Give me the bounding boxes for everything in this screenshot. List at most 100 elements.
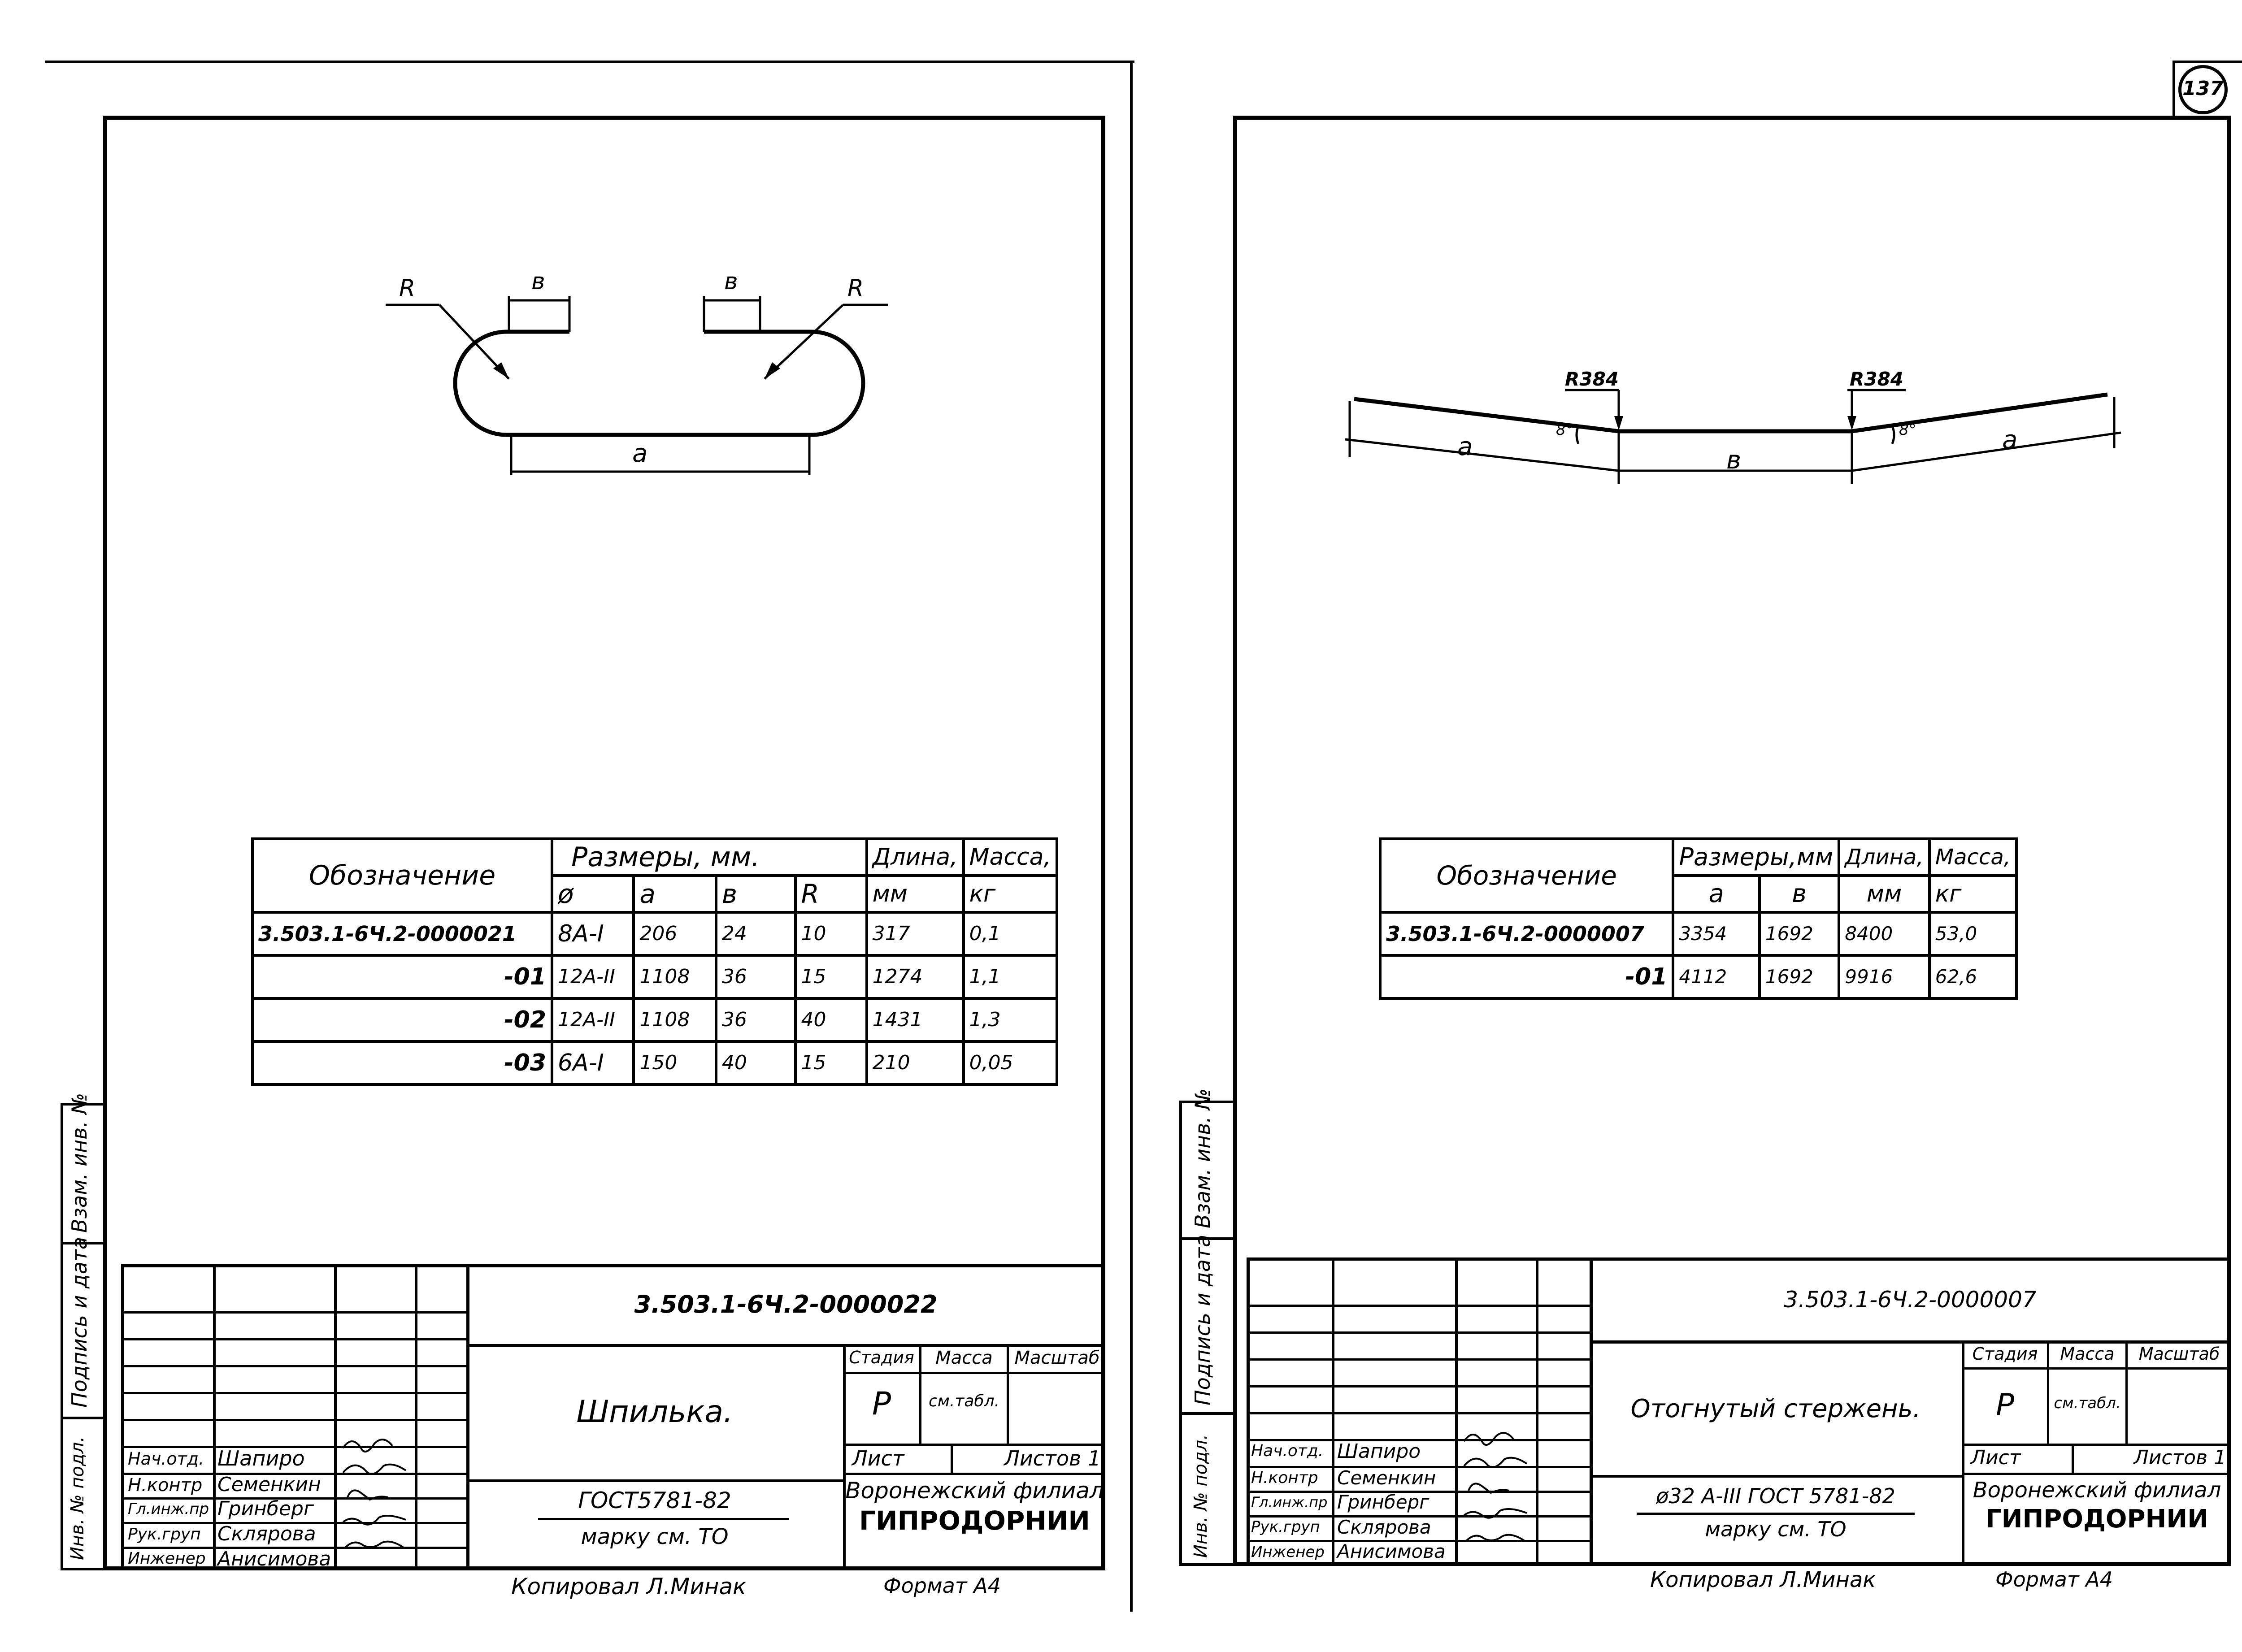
hairpin-r-left-label: R [399, 275, 415, 302]
row-a: 1108 [632, 954, 717, 1000]
row-a: 206 [632, 911, 717, 957]
row-length: 9916 [1838, 954, 1931, 1000]
role-label: Рук.груп [1251, 1518, 1320, 1536]
bent-bar-angle-right: 8° [1899, 421, 1916, 439]
row-diam: 12А-II [551, 997, 635, 1043]
row-mass: 1,1 [962, 954, 1059, 1000]
hairpin-b-left-label: в [531, 268, 545, 295]
bent-bar-angle-left: 8° [1556, 421, 1573, 439]
row-a: 4112 [1672, 954, 1761, 1000]
mass-value: см.табл. [2054, 1394, 2121, 1412]
table-subheader: кг [962, 874, 1059, 914]
scale-label: Масштаб [1014, 1348, 1100, 1368]
row-diam: 12А-II [551, 954, 635, 1000]
side-label-signature-date: Подпись и дата [67, 1236, 91, 1408]
signatures [342, 1439, 407, 1548]
row-designation: -01 [1378, 954, 1675, 1000]
mass-label: Масса [935, 1348, 993, 1368]
table-subheader: мм [865, 874, 965, 914]
role-name: Шапиро [1337, 1440, 1421, 1463]
table-row: -01 12А-II 1108 36 15 1274 1,1 [251, 954, 1059, 1000]
row-b: 1692 [1758, 911, 1841, 957]
page-number-circle-frame [2172, 61, 2242, 119]
role-name: Гринберг [217, 1497, 314, 1520]
role-label: Инженер [1251, 1543, 1325, 1561]
material-spec: ø32 А-III ГОСТ 5781-82 [1656, 1484, 1895, 1508]
sheets-count: Листов 1 [2133, 1446, 2226, 1469]
row-length: 317 [865, 911, 965, 957]
side-label-vzam-inv: Взам. инв. № [67, 1093, 91, 1233]
role-name: Семенкин [1337, 1467, 1436, 1489]
role-label: Рук.груп [128, 1525, 201, 1544]
side-label-signature-date: Подпись и дата [1191, 1234, 1215, 1405]
sheet-label: Лист [1971, 1446, 2021, 1469]
row-b: 40 [714, 1040, 797, 1086]
table-header-sizes: Размеры, мм. [551, 837, 868, 877]
sheet-label: Лист [852, 1446, 904, 1470]
bent-bar-b-label: в [1726, 446, 1741, 475]
bent-bar-a-right-label: a [2002, 425, 2017, 455]
row-b: 1692 [1758, 954, 1841, 1000]
table-header-length: Длина, [1838, 837, 1931, 877]
side-label-vzam-inv: Взам. инв. № [1191, 1088, 1215, 1228]
right-side-strip [1179, 1101, 1233, 1566]
footer-copied-by: Копировал Л.Минак [1650, 1567, 1876, 1592]
role-label: Гл.инж.пр [128, 1500, 209, 1518]
row-r: 40 [794, 997, 868, 1043]
row-b: 24 [714, 911, 797, 957]
sheets-count: Листов 1 [1004, 1446, 1101, 1470]
table-subheader: мм [1838, 874, 1931, 914]
page-number: 137 [2182, 77, 2224, 100]
bent-bar-r-left: R384 [1565, 368, 1619, 390]
row-diam: 6А-I [551, 1040, 635, 1086]
row-diam: 8А-I [551, 911, 635, 957]
left-title-block [121, 1264, 1105, 1570]
role-name: Семенкин [217, 1473, 321, 1496]
role-label: Инженер [128, 1549, 206, 1568]
bent-bar-drawing: R384 R384 8° 8° a в a [1345, 368, 2121, 484]
table-row: -03 6А-I 150 40 15 210 0,05 [251, 1040, 1059, 1086]
doc-code: 3.503.1-6Ч.2-0000022 [634, 1290, 938, 1318]
table-header-mass: Масса, [962, 837, 1059, 877]
drawing-title: Отогнутый стержень. [1630, 1394, 1921, 1423]
stage-value: Р [872, 1385, 891, 1422]
stage-value: Р [1995, 1388, 2014, 1423]
row-length: 1431 [865, 997, 965, 1043]
doc-code: 3.503.1-6Ч.2-0000007 [1784, 1287, 2037, 1313]
row-b: 36 [714, 954, 797, 1000]
role-label: Нач.отд. [128, 1449, 204, 1469]
table-header-sizes: Размеры,мм [1672, 837, 1841, 877]
role-name: Анисимова [217, 1548, 331, 1570]
row-designation: -02 [251, 997, 554, 1043]
role-label: Нач.отд. [1251, 1442, 1324, 1460]
table-header-designation: Обозначение [1378, 837, 1675, 914]
table-header-length: Длина, [865, 837, 965, 877]
row-r: 10 [794, 911, 868, 957]
signatures [1463, 1432, 1528, 1542]
row-mass: 62,6 [1928, 954, 2018, 1000]
right-spec-table: Обозначение Размеры,мм Длина, Масса, a в… [1378, 837, 2018, 1000]
row-mass: 0,05 [962, 1040, 1059, 1086]
side-label-inv-podl: Инв. № подл. [67, 1436, 88, 1560]
table-subheader: в [1758, 874, 1841, 914]
role-name: Склярова [1337, 1516, 1431, 1538]
role-label: Гл.инж.пр [1251, 1494, 1328, 1511]
hairpin-drawing: R в в R a [386, 268, 888, 475]
material-spec: ГОСТ5781-82 [578, 1487, 731, 1513]
role-label: Н.контр [1251, 1469, 1318, 1487]
row-designation: 3.503.1-6Ч.2-0000007 [1378, 911, 1675, 957]
row-designation: 3.503.1-6Ч.2-0000021 [251, 911, 554, 957]
table-row: -02 12А-II 1108 36 40 1431 1,3 [251, 997, 1059, 1043]
table-row: -01 4112 1692 9916 62,6 [1378, 954, 2018, 1000]
top-border-line [45, 61, 1134, 63]
drawing-title: Шпилька. [576, 1394, 733, 1430]
hairpin-b-right-label: в [724, 268, 738, 295]
scale-label: Масштаб [2138, 1344, 2220, 1364]
page-number-badge [2178, 65, 2228, 114]
bent-bar-a-left-label: a [1457, 432, 1473, 461]
row-mass: 0,1 [962, 911, 1059, 957]
mass-label: Масса [2060, 1344, 2115, 1364]
row-designation: -03 [251, 1040, 554, 1086]
hairpin-a-label: a [632, 439, 647, 468]
side-label-inv-podl: Инв. № подл. [1191, 1434, 1211, 1558]
